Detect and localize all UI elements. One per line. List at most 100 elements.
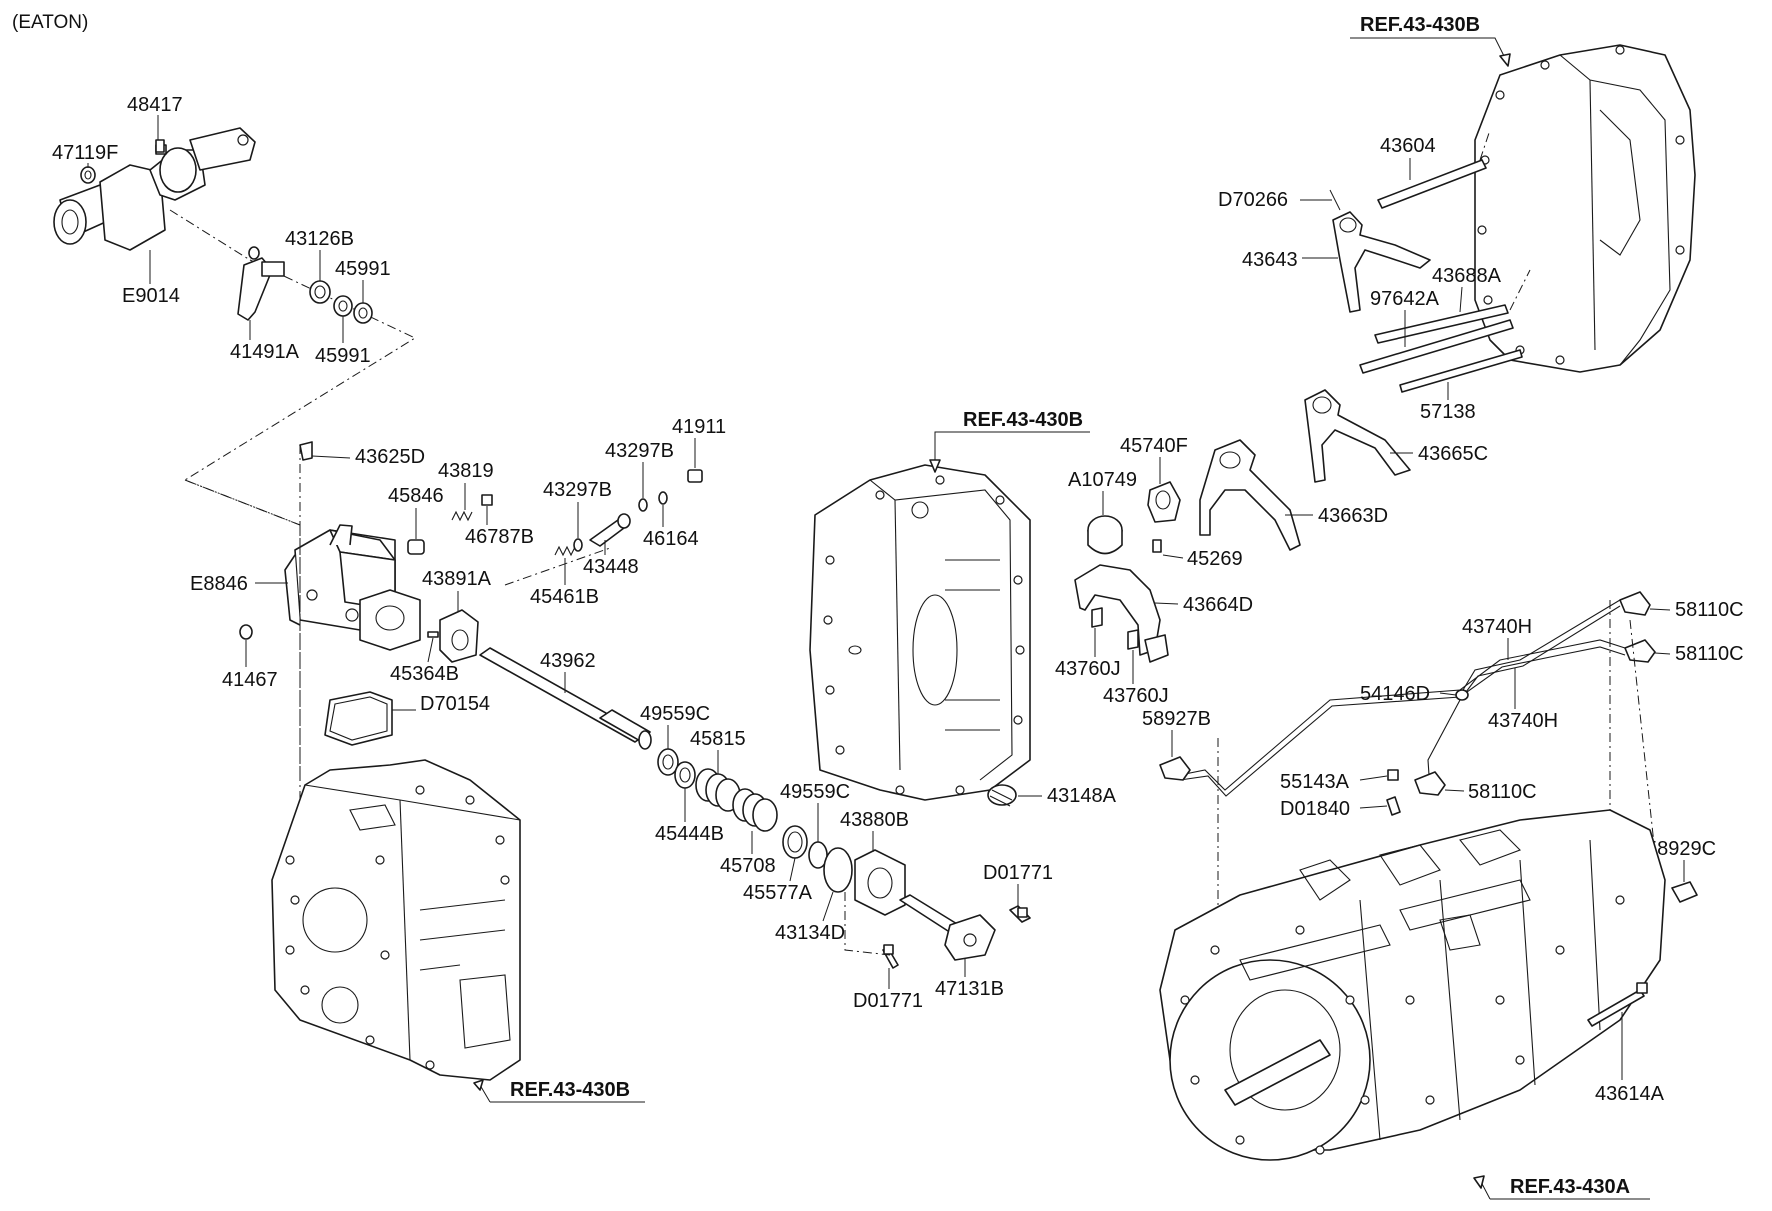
label-43126b: 43126B xyxy=(285,228,354,250)
block-45740f xyxy=(1147,481,1181,523)
label-43740h-b: 43740H xyxy=(1488,710,1558,732)
label-46164: 46164 xyxy=(643,528,699,550)
label-43134d: 43134D xyxy=(775,922,845,944)
label-43604: 43604 xyxy=(1380,135,1436,157)
label-58927b: 58927B xyxy=(1142,708,1211,730)
oring-41467 xyxy=(239,624,253,640)
fork-43663d xyxy=(1199,439,1301,551)
label-43819: 43819 xyxy=(438,460,494,482)
label-d01771-b: D01771 xyxy=(853,990,923,1012)
pin-d70266 xyxy=(1329,189,1341,211)
sensor-47131b xyxy=(899,894,996,961)
plug-45846 xyxy=(407,539,425,555)
cap-46787b xyxy=(481,494,493,506)
sleeve-a10749 xyxy=(1087,515,1123,555)
oring-43297b-a xyxy=(573,538,583,552)
ref-43-430b-center: REF.43-430B xyxy=(963,409,1083,431)
bolt-d01771-b xyxy=(882,944,899,969)
label-58110c-c: 58110C xyxy=(1468,781,1537,803)
label-58929c: 58929C xyxy=(1646,838,1716,860)
label-45577a: 45577A xyxy=(743,882,813,904)
label-45444b: 45444B xyxy=(655,823,724,845)
rail-97642a xyxy=(1359,319,1514,374)
label-45740f: 45740F xyxy=(1120,435,1188,457)
label-41467: 41467 xyxy=(222,669,278,691)
rail-43604 xyxy=(1377,159,1487,209)
label-43297b-a: 43297B xyxy=(543,479,612,501)
label-43643: 43643 xyxy=(1242,249,1298,271)
bracket-43625d xyxy=(299,441,313,461)
spring-45461b xyxy=(554,545,576,557)
label-48417: 48417 xyxy=(127,94,183,116)
seal-45444b xyxy=(674,761,696,789)
connector-54146d xyxy=(1455,689,1469,701)
label-43663d: 43663D xyxy=(1318,505,1388,527)
shaft-43962 xyxy=(479,647,652,750)
label-55143a: 55143A xyxy=(1280,771,1350,793)
shift-actuator-e9014 xyxy=(53,127,256,251)
bushing-45991-a xyxy=(333,295,353,317)
label-43614a: 43614A xyxy=(1595,1083,1665,1105)
label-43760j-b: 43760J xyxy=(1103,685,1169,707)
bolt-d01840 xyxy=(1386,796,1401,816)
label-47131b: 47131B xyxy=(935,978,1004,1000)
label-d70266: D70266 xyxy=(1218,189,1288,211)
bushing-45991-b xyxy=(353,302,373,324)
label-43664d: 43664D xyxy=(1183,594,1253,616)
label-43891a: 43891A xyxy=(422,568,492,590)
label-43962: 43962 xyxy=(540,650,596,672)
rail-57138 xyxy=(1399,349,1523,393)
label-41491a: 41491A xyxy=(230,341,300,363)
fitting-58929c xyxy=(1671,881,1698,903)
label-41911: 41911 xyxy=(672,416,726,438)
rail-43688a xyxy=(1374,304,1509,344)
label-e8846: E8846 xyxy=(190,573,248,595)
ref-43-430b-lower-left: REF.43-430B xyxy=(510,1079,630,1101)
seal-45577a xyxy=(782,825,808,859)
housing-lower-left xyxy=(271,759,521,1081)
fitting-58110c-a xyxy=(1619,591,1651,616)
fitting-58110c-b xyxy=(1624,639,1656,663)
bearing-45708 xyxy=(732,788,778,832)
ref-43-430b-upper-right: REF.43-430B xyxy=(1360,14,1480,36)
label-e9014: E9014 xyxy=(122,285,180,307)
oring-43134d xyxy=(823,847,853,893)
bolt-d01771-a xyxy=(1009,905,1031,923)
label-47119f: 47119F xyxy=(52,142,118,164)
oring-46164 xyxy=(658,491,668,505)
label-58110c-a: 58110C xyxy=(1675,599,1744,621)
plunger-43448 xyxy=(589,513,631,547)
housing-43880b xyxy=(854,849,906,916)
label-d01771-a: D01771 xyxy=(983,862,1053,884)
block-43891a xyxy=(439,609,479,663)
housing-plate-center xyxy=(809,464,1031,801)
label-a10749: A10749 xyxy=(1068,469,1137,491)
fitting-58110c-c xyxy=(1414,771,1446,796)
label-45461b: 45461B xyxy=(530,586,599,608)
label-45269: 45269 xyxy=(1187,548,1243,570)
transmission-assembly xyxy=(1159,809,1666,1161)
label-45815: 45815 xyxy=(690,728,746,750)
label-45991-a: 45991 xyxy=(335,258,391,280)
bearing-45815 xyxy=(695,768,741,812)
label-d70154: D70154 xyxy=(420,693,490,715)
bolt-43614a xyxy=(1587,982,1648,1027)
washer-47119f xyxy=(80,166,96,184)
label-43760j-a: 43760J xyxy=(1055,658,1121,680)
ref-43-430a: REF.43-430A xyxy=(1510,1176,1630,1198)
label-43665c: 43665C xyxy=(1418,443,1488,465)
nut-41911 xyxy=(687,469,703,483)
label-43297b-b: 43297B xyxy=(605,440,674,462)
fitting-58927b xyxy=(1159,756,1191,781)
label-45991-b: 45991 xyxy=(315,345,371,367)
label-45708: 45708 xyxy=(720,855,776,877)
housing-upper-right xyxy=(1474,44,1696,373)
plug-43148a xyxy=(987,784,1017,807)
pad-43760j-b xyxy=(1127,629,1139,650)
spring-43819 xyxy=(451,510,473,522)
label-97642a: 97642A xyxy=(1370,288,1440,310)
screw-45269 xyxy=(1152,539,1162,553)
oring-at-lever xyxy=(248,246,260,260)
label-49559c-a: 49559C xyxy=(640,703,710,725)
